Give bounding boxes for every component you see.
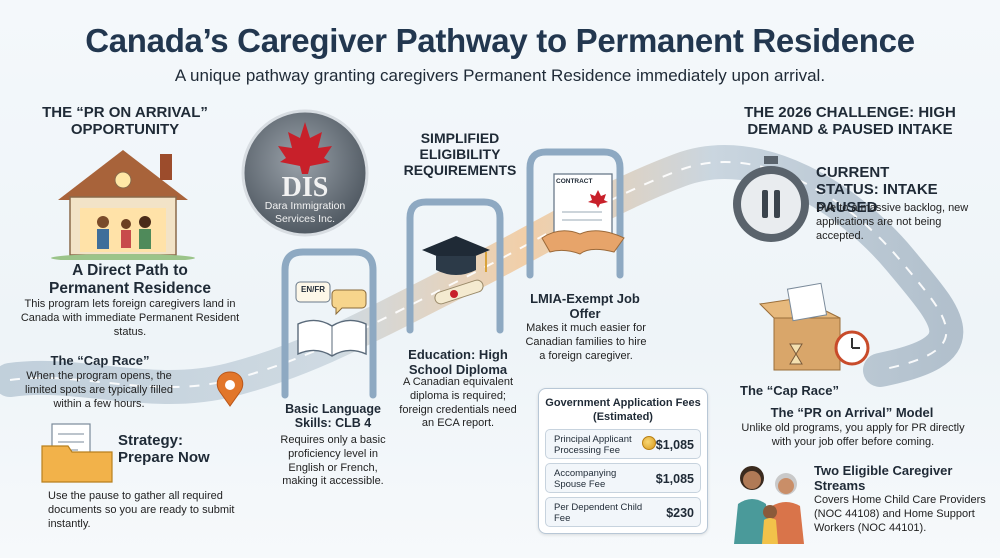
direct-path-title: A Direct Path to Permanent Residence	[49, 262, 211, 297]
book-speech-icon	[295, 281, 367, 357]
map-pin-icon	[216, 371, 244, 407]
folder-documents-icon	[41, 423, 113, 483]
contract-handshake-icon	[541, 173, 625, 255]
dis-logo	[241, 109, 369, 237]
arch-language	[281, 248, 377, 399]
logo-letters: DIS	[281, 172, 329, 203]
status-body: Due to a massive backlog, new applicatio…	[816, 202, 969, 242]
language-body: Requires only a basic proficiency level …	[280, 434, 386, 488]
logo-name: Dara Immigration Services Inc.	[264, 200, 346, 225]
stopwatch-pause-icon	[733, 156, 809, 242]
fee-row: Accompanying Spouse Fee $1,085	[545, 463, 701, 493]
fee-label: Per Dependent Child Fee	[554, 502, 643, 525]
lang-badge: EN/FR	[301, 285, 325, 294]
fee-value: $1,085	[655, 438, 694, 452]
lmia-title: LMIA-Exempt Job Offer	[530, 291, 640, 321]
direct-path-body: This program lets foreign caregivers lan…	[20, 298, 240, 338]
strategy-title: Strategy: Prepare Now	[118, 432, 210, 467]
cap-race-title-left: The “Cap Race”	[50, 353, 150, 368]
graduation-cap-icon	[422, 236, 490, 305]
strategy-body: Use the pause to gather all required doc…	[48, 490, 235, 530]
fee-row: Principal Applicant Processing Fee $1,08…	[545, 429, 701, 459]
status-title: CURRENT STATUS: INTAKE PAUSED	[816, 164, 938, 216]
fee-label: Principal Applicant Processing Fee	[554, 434, 632, 457]
house-family-icon	[51, 150, 195, 260]
education-title: Education: High School Diploma	[408, 347, 508, 377]
streams-body: Covers Home Child Care Providers (NOC 44…	[814, 494, 986, 534]
page-subtitle: A unique pathway granting caregivers Per…	[174, 66, 826, 85]
fees-panel: Government Application Fees (Estimated) …	[538, 388, 708, 534]
contract-label: CONTRACT	[556, 178, 593, 185]
cap-race-body-left: When the program opens, the limited spot…	[25, 370, 173, 410]
pr-on-arrival-heading: THE “PR ON ARRIVAL” OPPORTUNITY	[42, 104, 208, 139]
challenge-heading: THE 2026 CHALLENGE: HIGH DEMAND & PAUSED…	[744, 104, 956, 139]
road-center-line	[9, 161, 948, 389]
language-title: Basic Language Skills: CLB 4	[285, 402, 381, 431]
caregivers-family-icon	[734, 466, 804, 544]
fee-row: Per Dependent Child Fee $230	[545, 497, 701, 527]
pr-model-title: The “PR on Arrival” Model	[770, 405, 934, 420]
fee-value: $1,085	[655, 472, 694, 486]
fees-title: Government Application Fees (Estimated)	[545, 397, 701, 423]
pr-model-body: Unlike old programs, you apply for PR di…	[741, 422, 965, 448]
maple-leaf-icon	[278, 122, 332, 174]
arch-education	[406, 198, 504, 334]
arch-lmia	[526, 148, 624, 279]
lmia-body: Makes it much easier for Canadian famili…	[525, 322, 647, 362]
coin-icon	[642, 436, 656, 450]
education-body: A Canadian equivalent diploma is require…	[399, 376, 517, 430]
cap-race-title-right: The “Cap Race”	[740, 383, 839, 398]
fee-value: $230	[666, 506, 694, 520]
open-box-hourglass-icon	[758, 282, 870, 371]
fee-label: Accompanying Spouse Fee	[554, 468, 617, 491]
eligibility-heading: SIMPLIFIED ELIGIBILITY REQUIREMENTS	[403, 130, 517, 179]
streams-title: Two Eligible Caregiver Streams	[814, 463, 953, 493]
page-title: Canada’s Caregiver Pathway to Permanent …	[85, 22, 915, 59]
